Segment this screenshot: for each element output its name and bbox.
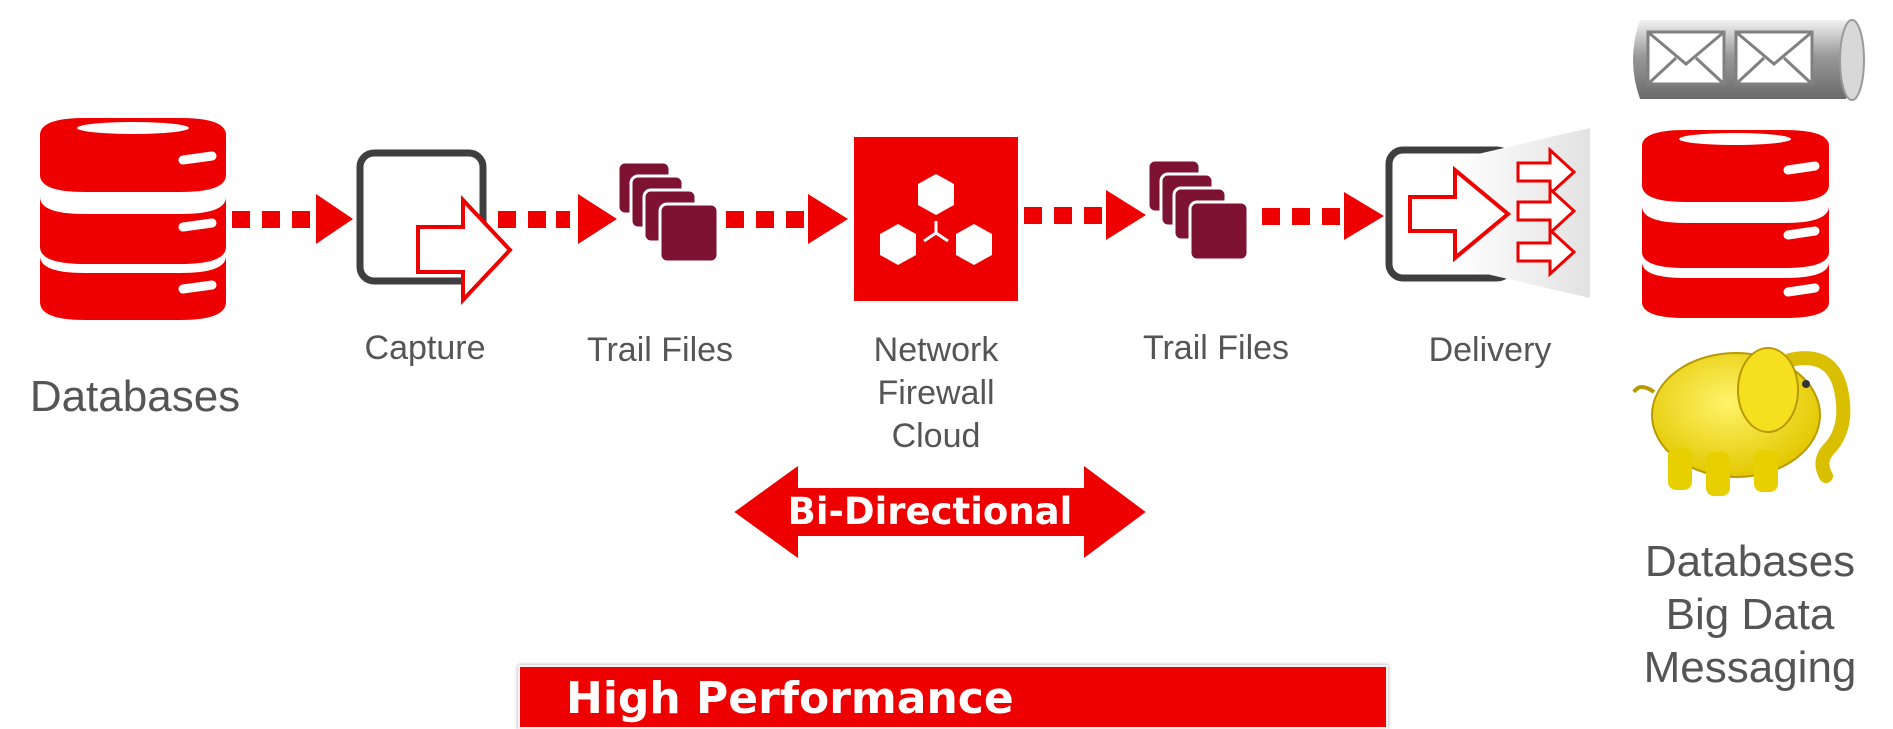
trail-files-icon	[616, 160, 720, 264]
source-database-icon	[40, 118, 226, 320]
banner-label: High Performance	[566, 673, 1014, 724]
network-label: Network	[873, 331, 999, 369]
flow-arrow-5	[1262, 192, 1384, 240]
flow-arrow-3	[726, 194, 848, 244]
bidirectional-arrow	[727, 458, 1153, 566]
target-messaging-label: Messaging	[1643, 643, 1857, 692]
source-databases-label: Databases	[29, 372, 241, 421]
high-performance-banner: High Performance	[518, 665, 1388, 729]
trail-files-label: Trail Files	[586, 331, 734, 369]
bidirectional-label: Bi-Directional	[787, 490, 1073, 533]
target-big-data-label: Big Data	[1665, 590, 1835, 639]
hadoop-elephant-icon	[1632, 347, 1851, 496]
target-databases-label: Databases	[1644, 537, 1856, 586]
flow-arrow-4	[1024, 190, 1146, 240]
flow-arrow-2	[498, 194, 617, 244]
delivery-label: Delivery	[1428, 331, 1552, 369]
network-hub-icon	[854, 137, 1018, 301]
flow-diagram	[40, 19, 1865, 566]
firewall-label: Firewall	[877, 374, 995, 412]
messaging-queue-icon	[1633, 19, 1865, 101]
trail-files-icon	[1146, 158, 1250, 262]
capture-icon	[356, 149, 513, 306]
trail-files-label-2: Trail Files	[1142, 329, 1290, 367]
flow-arrow-1	[232, 194, 353, 244]
delivery-icon	[1385, 128, 1590, 298]
capture-label: Capture	[364, 329, 486, 367]
cloud-label: Cloud	[891, 417, 981, 455]
target-database-icon	[1642, 130, 1829, 318]
